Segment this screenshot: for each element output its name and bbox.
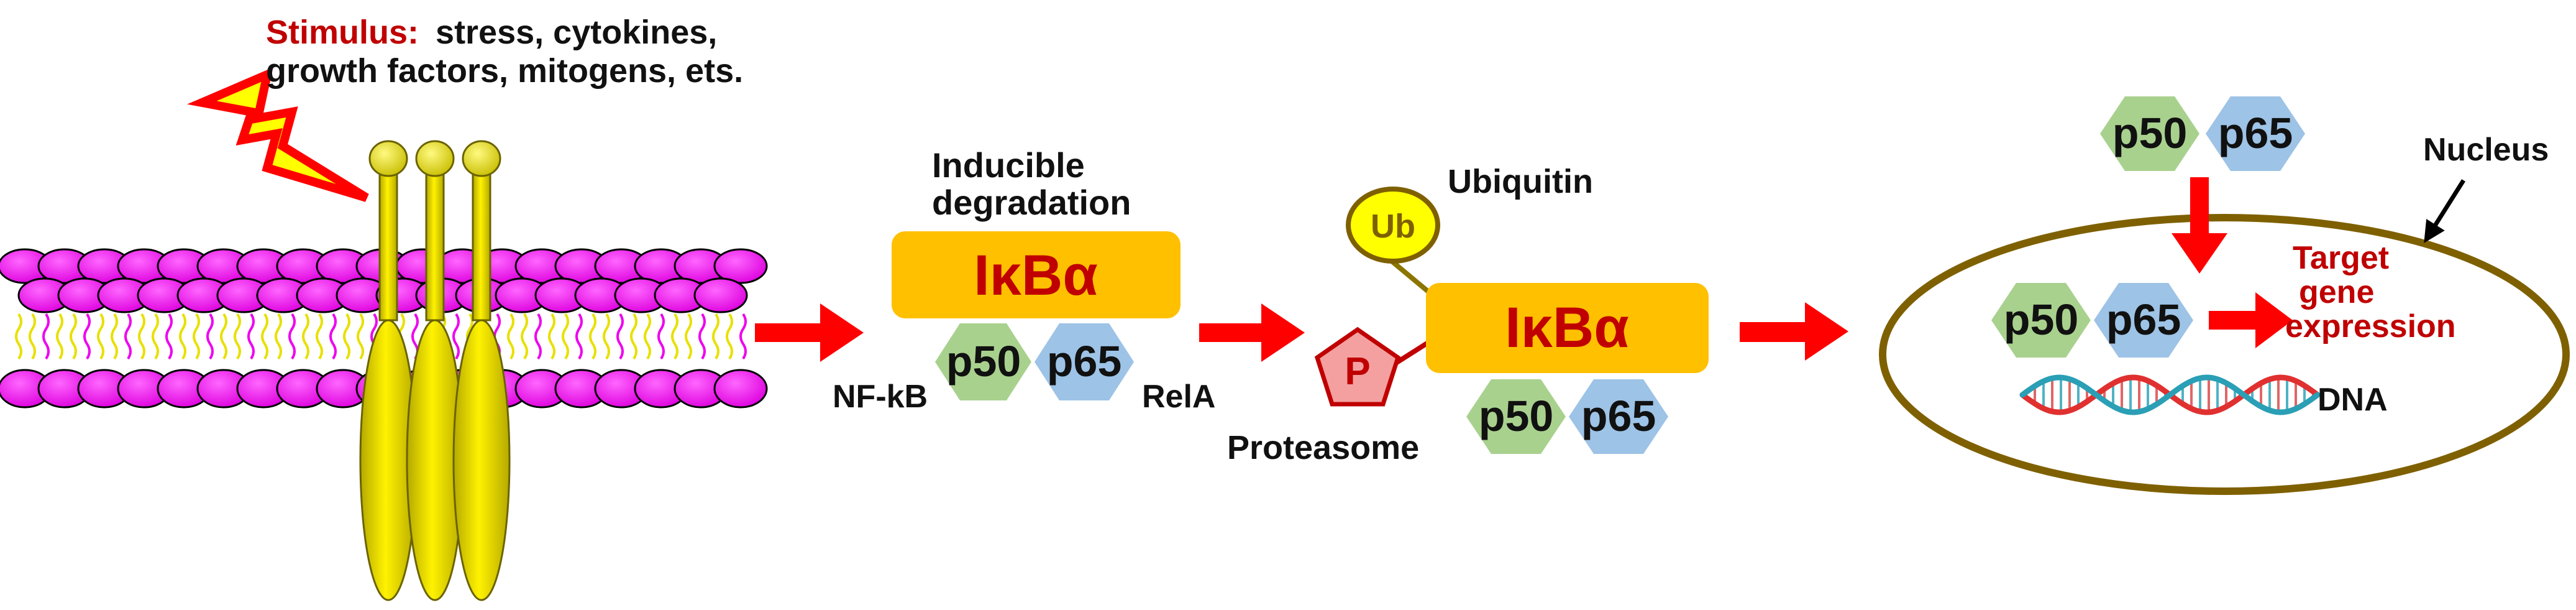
nucleus <box>1879 214 2570 495</box>
phosphate-label: P <box>1345 350 1370 393</box>
p65-label-2: p65 <box>1581 392 1656 440</box>
stage-inducible-degradation: Inducible degradation IκBα p50 p65 NF-kB… <box>833 146 1215 415</box>
stimulus-lightning-icon <box>187 67 369 202</box>
proteasome-label: Proteasome <box>1227 429 1419 466</box>
p50-label-2: p50 <box>1479 392 1554 440</box>
ikba-box <box>892 231 1181 318</box>
p65-subunit-nuclear <box>2094 283 2193 358</box>
stage1-title-line1: Inducible <box>932 146 1085 185</box>
arrow-down-into-nucleus <box>2172 177 2227 274</box>
stimulus-text: Stimulus: stress, cytokines, <box>266 14 717 51</box>
p50-subunit-top <box>2100 96 2199 171</box>
ubiquitin-tag <box>1346 187 1440 264</box>
ikba-label-2: IκBα <box>1505 296 1629 359</box>
p65-label-top: p65 <box>2218 109 2293 157</box>
target-line3: expression <box>2285 308 2456 344</box>
stimulus-line1: stress, cytokines, <box>436 14 717 51</box>
arrow-2 <box>1199 303 1305 362</box>
ub-tag-label: Ub <box>1371 208 1415 245</box>
stimulus-prefix: Stimulus: <box>266 14 419 51</box>
phosphate-pentagon <box>1314 326 1401 407</box>
p50-label-top: p50 <box>2112 109 2188 157</box>
p50-label: p50 <box>946 337 1021 386</box>
p65-subunit <box>1035 323 1134 400</box>
p65-subunit-2 <box>1569 379 1668 454</box>
stimulus-line2: growth factors, mitogens, ets. <box>266 52 743 90</box>
arrow-to-target-gene <box>2209 292 2293 348</box>
p65-label: p65 <box>1047 337 1122 386</box>
nucleus-pointer <box>2424 179 2465 243</box>
nfkb-label: NF-kB <box>833 379 928 415</box>
p50-subunit-2 <box>1466 379 1566 454</box>
dna-label: DNA <box>2318 382 2388 418</box>
target-line1: Target <box>2293 240 2389 276</box>
arrow-1 <box>755 303 864 362</box>
receptor <box>359 140 511 601</box>
p65-label-nuclear: p65 <box>2106 295 2181 344</box>
ikba-label: IκBα <box>974 244 1098 307</box>
target-line2: gene <box>2299 274 2374 310</box>
rela-label: RelA <box>1142 379 1215 415</box>
ubiquitin-label: Ubiquitin <box>1448 163 1593 200</box>
arrow-3 <box>1740 302 1848 361</box>
p50-subunit-nuclear <box>1991 283 2091 358</box>
p65-subunit-top <box>2206 96 2305 171</box>
stage-ubiquitination: Ub Ubiquitin P Proteasome IκBα p50 p65 <box>1227 163 1709 466</box>
ikba-box-2 <box>1426 283 1709 373</box>
p50-label-nuclear: p50 <box>2004 295 2079 344</box>
nucleus-label: Nucleus <box>2423 132 2549 168</box>
stage1-title-line2: degradation <box>932 183 1131 222</box>
stage-nuclear-translocation: Nucleus p50 p65 p50 p65 Target gene expr… <box>1879 96 2570 495</box>
p50-subunit <box>935 323 1031 400</box>
dna-helix-icon <box>2019 374 2321 415</box>
